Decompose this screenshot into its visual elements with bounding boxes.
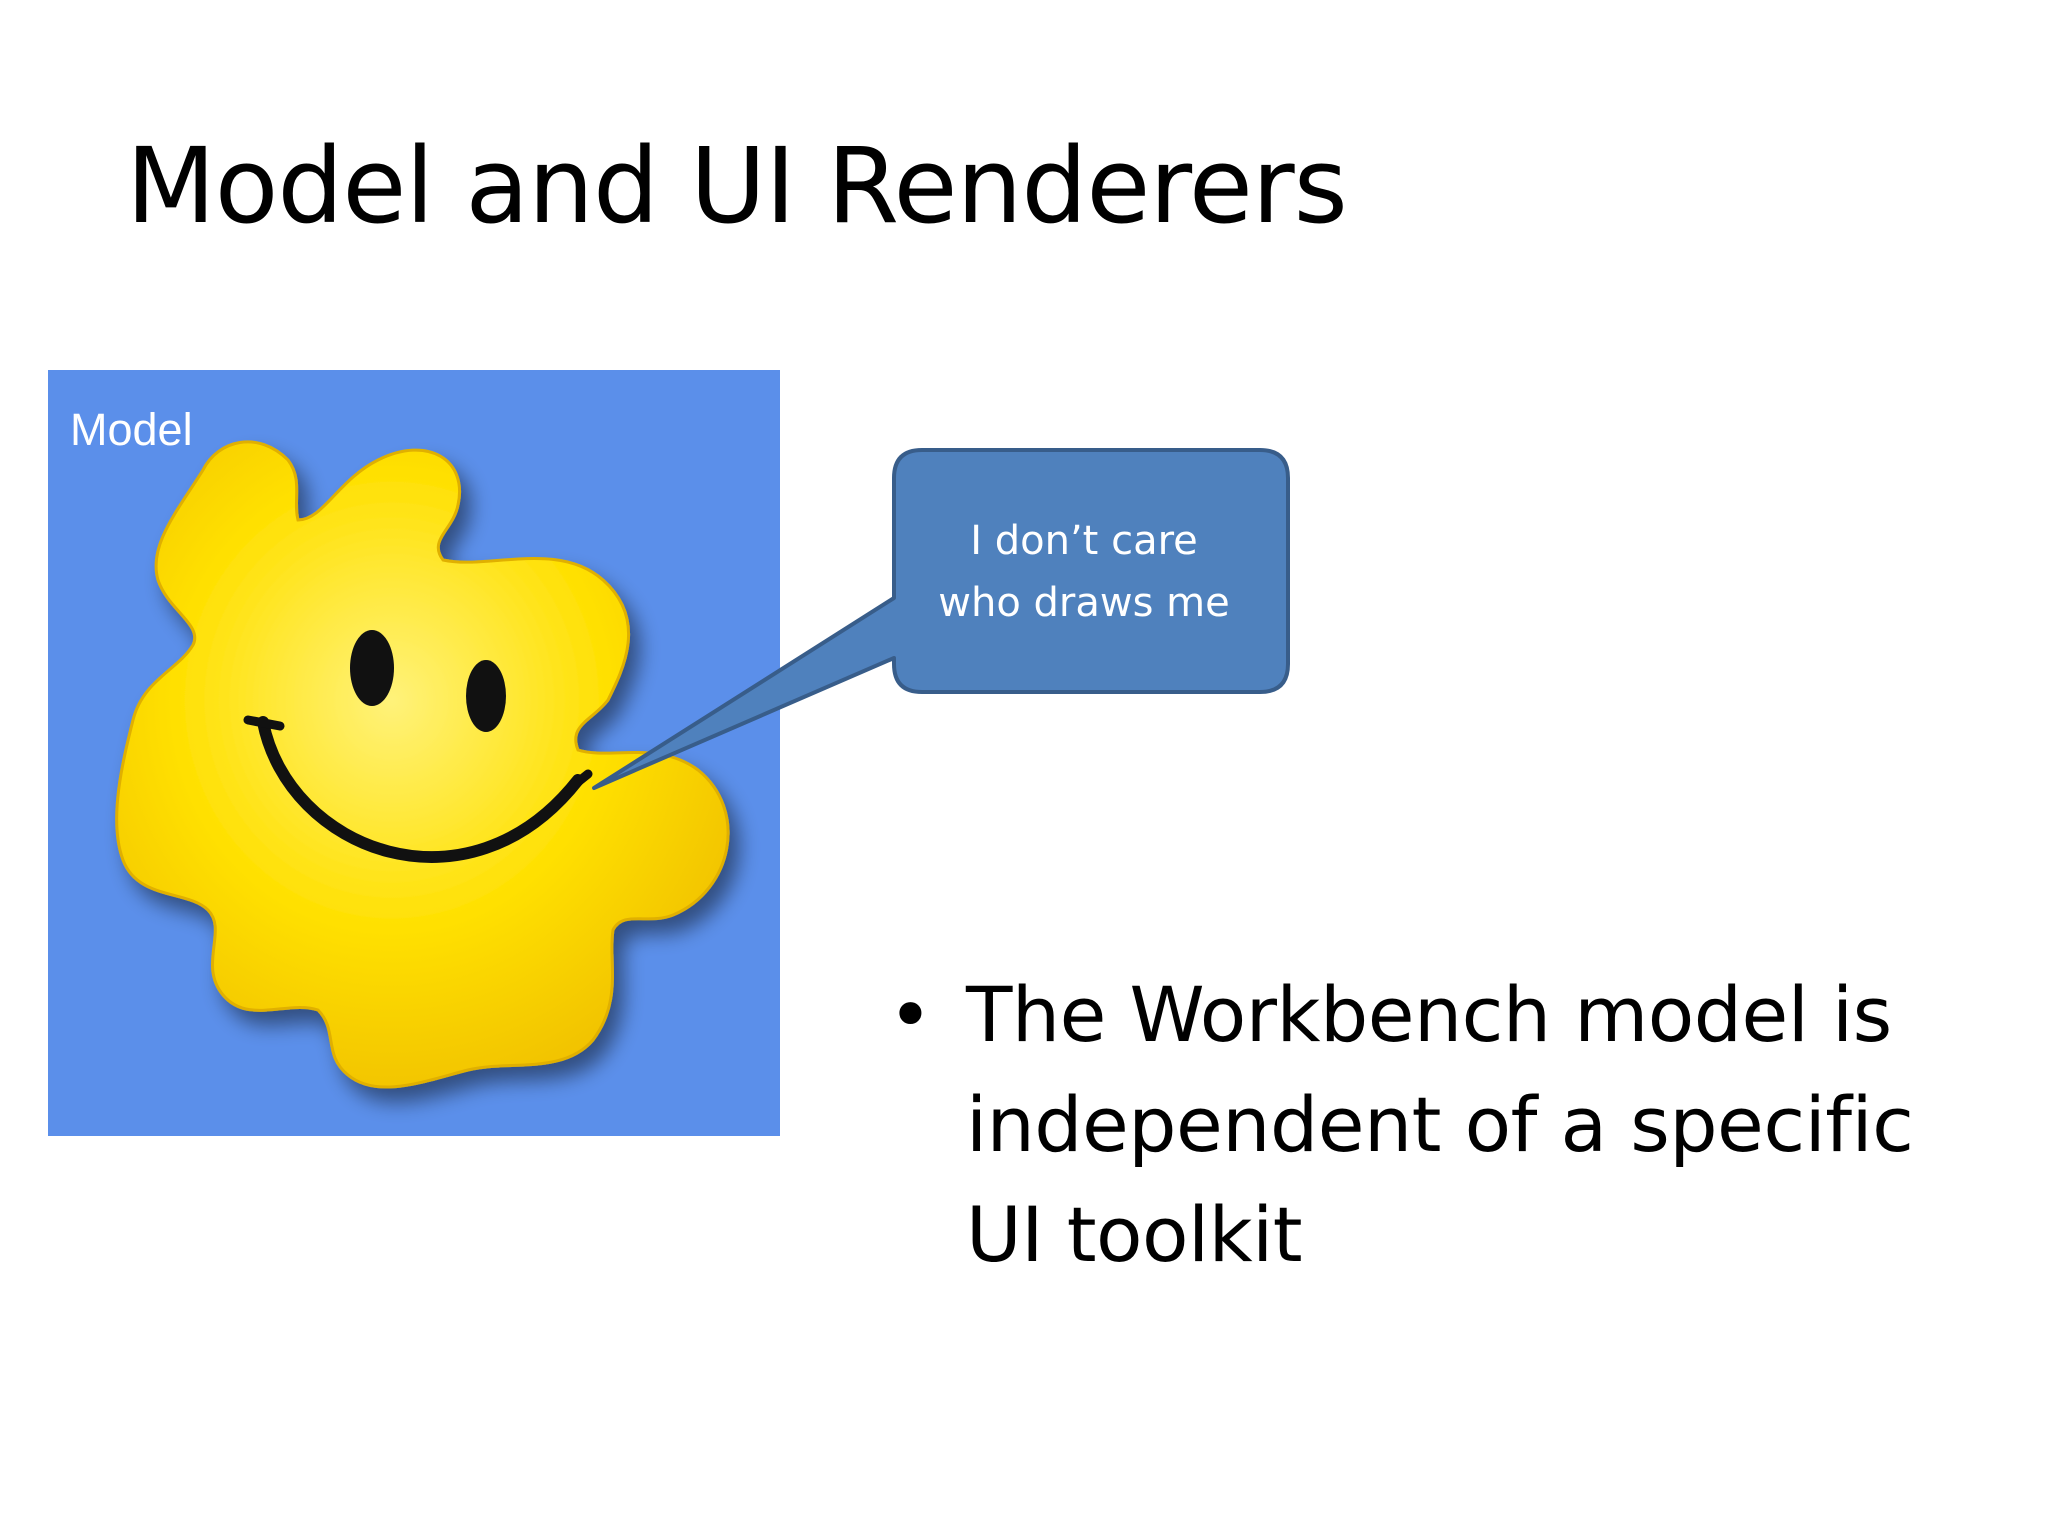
model-label: Model bbox=[70, 404, 193, 455]
bullet-item: • The Workbench model is independent of … bbox=[880, 960, 2000, 1290]
callout-text: I don’t care who draws me bbox=[884, 510, 1284, 634]
bullet-dot-icon: • bbox=[888, 970, 933, 1059]
smiley-puzzle-piece-icon: Model bbox=[70, 404, 730, 1089]
bullet-line-3: UI toolkit bbox=[966, 1190, 1303, 1279]
puzzle-piece-shape bbox=[115, 440, 730, 1089]
left-eye-shape bbox=[350, 630, 394, 706]
callout-line-1: I don’t care bbox=[970, 518, 1198, 564]
callout-line-2: who draws me bbox=[938, 580, 1230, 626]
model-panel: Model bbox=[48, 370, 780, 1136]
slide-title: Model and UI Renderers bbox=[126, 125, 1348, 247]
right-eye-shape bbox=[466, 660, 506, 732]
bullet-line-1: The Workbench model is bbox=[966, 970, 1892, 1059]
bullet-line-2: independent of a specific bbox=[966, 1080, 1914, 1169]
smile-shape bbox=[257, 716, 584, 863]
bullet-list: • The Workbench model is independent of … bbox=[880, 960, 2000, 1290]
